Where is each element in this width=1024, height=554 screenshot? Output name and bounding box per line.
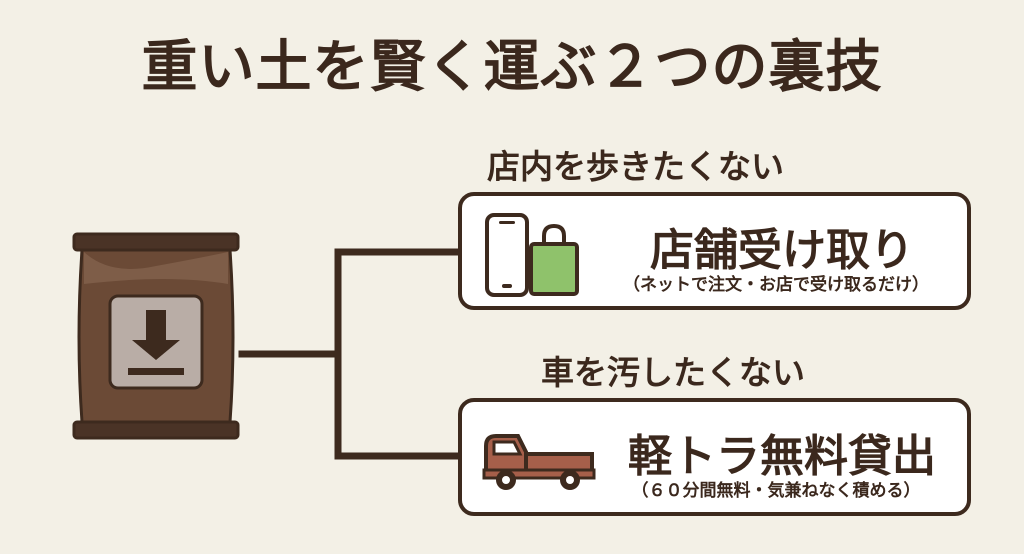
- pickup-truck-icon: [482, 434, 596, 490]
- soil-bag-download-icon: [72, 232, 240, 440]
- option-1-caption: 店内を歩きたくない: [487, 147, 784, 186]
- option-2-caption: 車を汚したくない: [541, 353, 805, 392]
- option-card-store-pickup: 店舗受け取り （ネットで注文・お店で受け取るだけ）: [458, 192, 971, 310]
- option-card-truck-rental: 軽トラ無料貸出 （６０分間無料・気兼ねなく積める）: [458, 398, 971, 516]
- option-2-note: （６０分間無料・気兼ねなく積める）: [631, 481, 921, 501]
- option-1-label: 店舗受け取り: [650, 225, 914, 276]
- shopping-bag-icon: [529, 223, 579, 296]
- smartphone-icon: [485, 213, 529, 297]
- option-1-note: （ネットで注文・お店で受け取るだけ）: [623, 275, 929, 295]
- page-title: 重い土を賢く運ぶ２つの裏技: [141, 35, 883, 100]
- option-2-label: 軽トラ無料貸出: [628, 431, 936, 482]
